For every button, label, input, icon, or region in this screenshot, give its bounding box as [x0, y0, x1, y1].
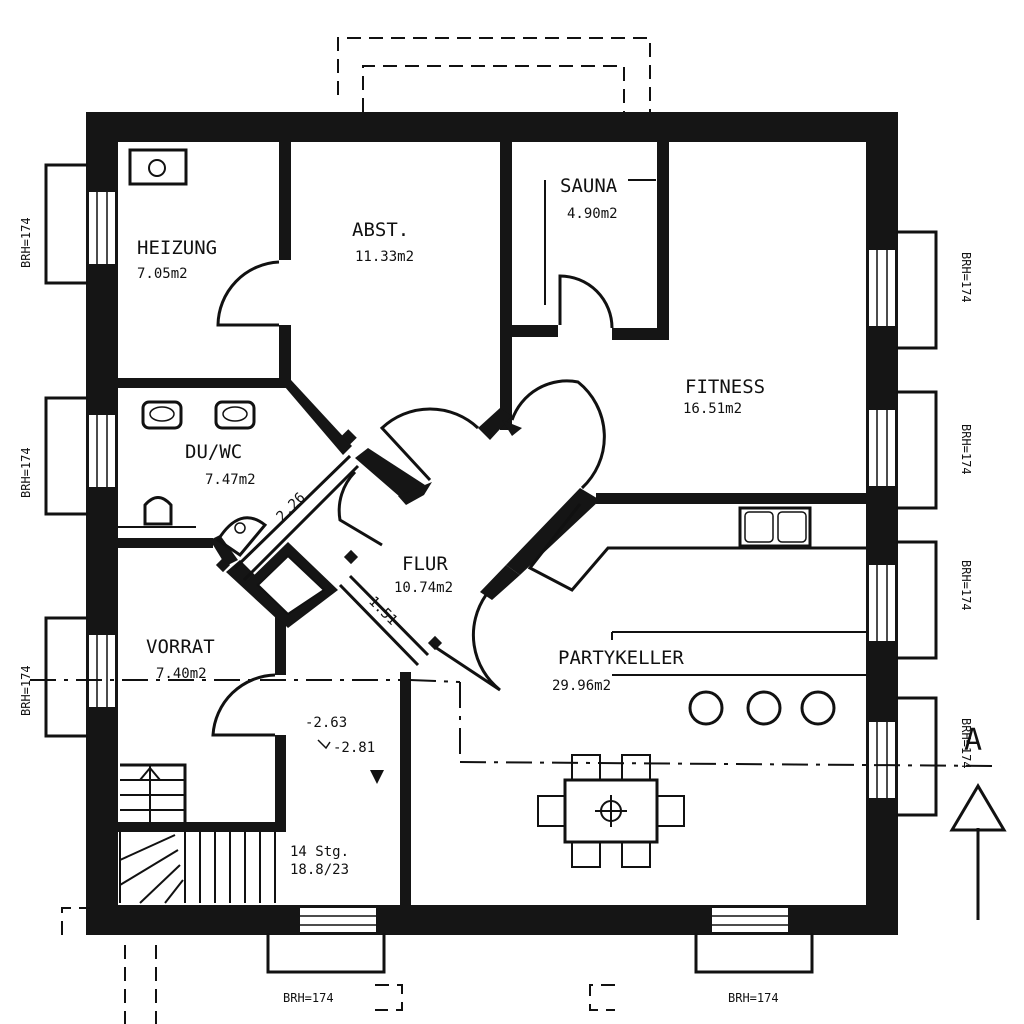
room-name-partykeller: PARTYKELLER	[558, 647, 684, 669]
window-label-bottom-2: BRH=174	[728, 991, 779, 1005]
door-swings	[211, 260, 614, 737]
thin-diagonal-walls	[215, 429, 443, 667]
sanitary-fixtures	[118, 148, 268, 558]
room-name-flur: FLUR	[402, 553, 448, 575]
room-name-abst: ABST.	[352, 219, 409, 241]
section-marker-label: A	[964, 723, 982, 758]
room-name-vorrat: VORRAT	[146, 636, 215, 658]
room-name-heizung: HEIZUNG	[137, 237, 217, 259]
room-area-flur: 10.74m2	[394, 580, 453, 596]
window-label-bottom-1: BRH=174	[283, 991, 334, 1005]
exterior-walls	[86, 112, 898, 935]
outside-dashed-marks	[61, 907, 615, 1024]
wall-window-openings	[89, 192, 895, 932]
dining-table	[537, 754, 685, 868]
staircase	[119, 763, 276, 904]
kitchen-counter	[527, 503, 866, 726]
room-area-duwc: 7.47m2	[205, 472, 256, 488]
level-label-2: -2.81	[333, 740, 375, 756]
upper-dashed-outline	[337, 37, 651, 112]
room-area-fitness: 16.51m2	[683, 401, 742, 417]
room-name-sauna: SAUNA	[560, 175, 618, 197]
window-label-right-4: BRH=174	[959, 718, 973, 769]
room-area-sauna: 4.90m2	[567, 206, 618, 222]
level-leader	[317, 739, 331, 750]
window-label-right-3: BRH=174	[959, 560, 973, 611]
window-label-left-1: BRH=174	[19, 217, 33, 268]
window-label-right-1: BRH=174	[959, 252, 973, 303]
room-name-duwc: DU/WC	[185, 441, 242, 463]
window-label-left-2: BRH=174	[19, 447, 33, 498]
stair-size-label: 18.8/23	[290, 862, 349, 878]
service-shaft	[244, 542, 338, 628]
room-name-fitness: FITNESS	[685, 376, 765, 398]
window-label-left-3: BRH=174	[19, 665, 33, 716]
room-area-heizung: 7.05m2	[137, 266, 188, 282]
level-marker-icon	[370, 770, 384, 784]
interior-walls	[118, 142, 866, 905]
room-area-partykeller: 29.96m2	[552, 678, 611, 694]
light-wells	[44, 163, 938, 974]
window-label-right-2: BRH=174	[959, 424, 973, 475]
room-area-vorrat: 7.40m2	[156, 666, 207, 682]
section-line-a	[30, 679, 1007, 920]
level-label-1: -2.63	[305, 715, 347, 731]
stair-steps-label: 14 Stg.	[290, 844, 349, 860]
room-area-abst: 11.33m2	[355, 249, 414, 265]
